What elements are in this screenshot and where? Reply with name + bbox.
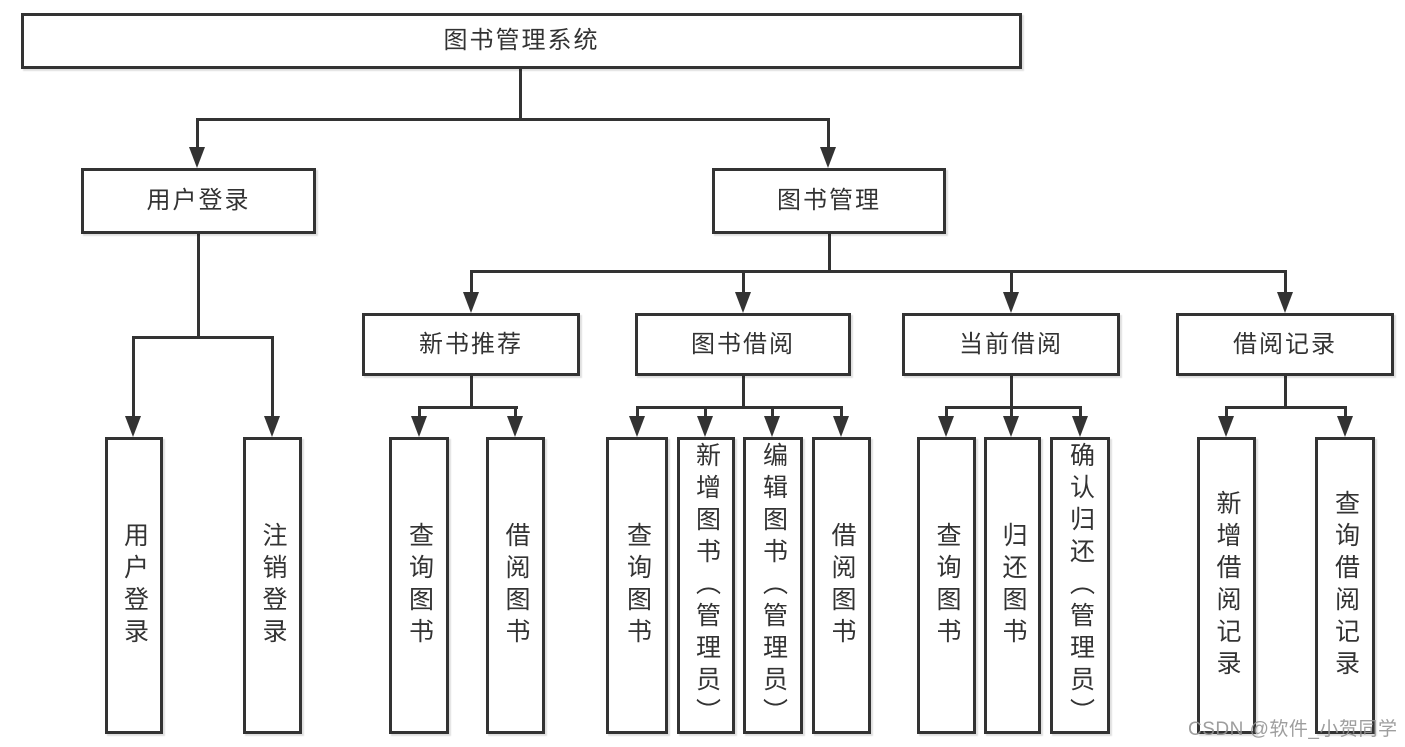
arrow-down-icon (264, 416, 280, 437)
leaf-records-query-record: 查询借阅记录 (1315, 437, 1375, 734)
leaf-recommend-borrow-books: 借阅图书 (486, 437, 545, 734)
connector-drop (1010, 270, 1013, 296)
leaf-current-confirm-return-admin: 确认归还（管理员） (1050, 437, 1110, 734)
leaf-current-query-books: 查询图书 (917, 437, 976, 734)
connector-drop (132, 336, 135, 420)
leaf-label: 查询图书 (405, 521, 434, 650)
connector-mgmt-bus (470, 270, 1287, 273)
leaf-label: 归还图书 (999, 521, 1027, 650)
leaf-label: 查询图书 (933, 521, 961, 650)
arrow-down-icon (1072, 416, 1088, 437)
arrow-down-icon (463, 292, 479, 313)
connector-root-bus (196, 118, 830, 121)
connector-stem (470, 376, 473, 409)
connector-drop (1079, 406, 1082, 420)
arrow-down-icon (411, 416, 427, 437)
arrow-down-icon (1003, 416, 1019, 437)
csdn-watermark: CSDN @软件_小贺同学 (1188, 719, 1398, 740)
node-label: 图书管理 (777, 187, 881, 214)
connector-drop (514, 406, 517, 420)
node-label: 当前借阅 (959, 330, 1063, 358)
leaf-borrow-query-books: 查询图书 (606, 437, 668, 734)
connector-stem (1284, 376, 1287, 409)
connector-stem (1010, 376, 1013, 409)
leaf-borrow-add-books-admin: 新增图书（管理员） (677, 437, 735, 734)
node-root-label: 图书管理系统 (443, 27, 600, 54)
arrow-down-icon (820, 147, 836, 168)
connector-bus (945, 406, 1082, 409)
node-label: 新书推荐 (419, 330, 523, 358)
arrow-down-icon (764, 416, 780, 437)
leaf-label: 查询借阅记录 (1331, 489, 1360, 682)
connector-drop (470, 270, 473, 296)
leaf-recommend-query-books: 查询图书 (389, 437, 449, 734)
arrow-down-icon (189, 147, 205, 168)
connector-login-bus (132, 336, 274, 339)
connector-login-stem (197, 234, 200, 339)
leaf-user-login: 用户登录 (105, 437, 163, 734)
leaf-label: 借阅图书 (502, 521, 530, 650)
arrow-down-icon (938, 416, 954, 437)
arrow-down-icon (1337, 416, 1353, 437)
leaf-logout: 注销登录 (243, 437, 302, 734)
leaf-current-return-books: 归还图书 (984, 437, 1041, 734)
leaf-label: 查询图书 (623, 521, 652, 650)
connector-root-stem (519, 68, 522, 121)
connector-bus (1225, 406, 1347, 409)
connector-drop (1225, 406, 1228, 420)
connector-drop-book-management (827, 118, 830, 151)
connector-drop (1284, 270, 1287, 296)
arrow-down-icon (833, 416, 849, 437)
arrow-down-icon (125, 416, 141, 437)
connector-drop (636, 406, 639, 420)
node-label: 借阅记录 (1233, 330, 1337, 358)
leaf-label: 借阅图书 (828, 521, 856, 650)
connector-drop (1010, 406, 1013, 420)
leaf-borrow-borrow-books: 借阅图书 (812, 437, 871, 734)
connector-drop (840, 406, 843, 420)
node-label: 图书借阅 (691, 330, 795, 358)
connector-drop (418, 406, 421, 420)
connector-drop (742, 270, 745, 296)
leaf-label: 新增图书（管理员） (692, 441, 721, 730)
arrow-down-icon (697, 416, 713, 437)
connector-bus (636, 406, 843, 409)
leaf-records-add-record: 新增借阅记录 (1197, 437, 1256, 734)
node-user-login: 用户登录 (81, 168, 316, 234)
arrow-down-icon (735, 292, 751, 313)
leaf-label: 编辑图书（管理员） (759, 441, 788, 730)
leaf-label: 注销登录 (259, 521, 287, 650)
connector-drop-user-login (196, 118, 199, 151)
connector-drop (945, 406, 948, 420)
arrow-down-icon (629, 416, 645, 437)
connector-drop (271, 336, 274, 420)
connector-drop (1344, 406, 1347, 420)
connector-bus (418, 406, 518, 409)
arrow-down-icon (1277, 292, 1293, 313)
arrow-down-icon (1218, 416, 1234, 437)
node-book-management: 图书管理 (712, 168, 946, 234)
leaf-label: 确认归还（管理员） (1066, 441, 1095, 730)
connector-drop (771, 406, 774, 420)
leaf-borrow-edit-books-admin: 编辑图书（管理员） (743, 437, 803, 734)
connector-mgmt-stem (828, 234, 831, 273)
connector-stem (742, 376, 745, 409)
arrow-down-icon (1003, 292, 1019, 313)
node-book-borrow: 图书借阅 (635, 313, 851, 376)
node-current-borrow: 当前借阅 (902, 313, 1120, 376)
arrow-down-icon (507, 416, 523, 437)
leaf-label: 用户登录 (120, 521, 149, 650)
node-label: 用户登录 (146, 187, 251, 214)
leaf-label: 新增借阅记录 (1213, 489, 1241, 682)
node-borrow-records: 借阅记录 (1176, 313, 1394, 376)
node-root: 图书管理系统 (21, 13, 1022, 69)
node-new-book-recommend: 新书推荐 (362, 313, 580, 376)
connector-drop (704, 406, 707, 420)
